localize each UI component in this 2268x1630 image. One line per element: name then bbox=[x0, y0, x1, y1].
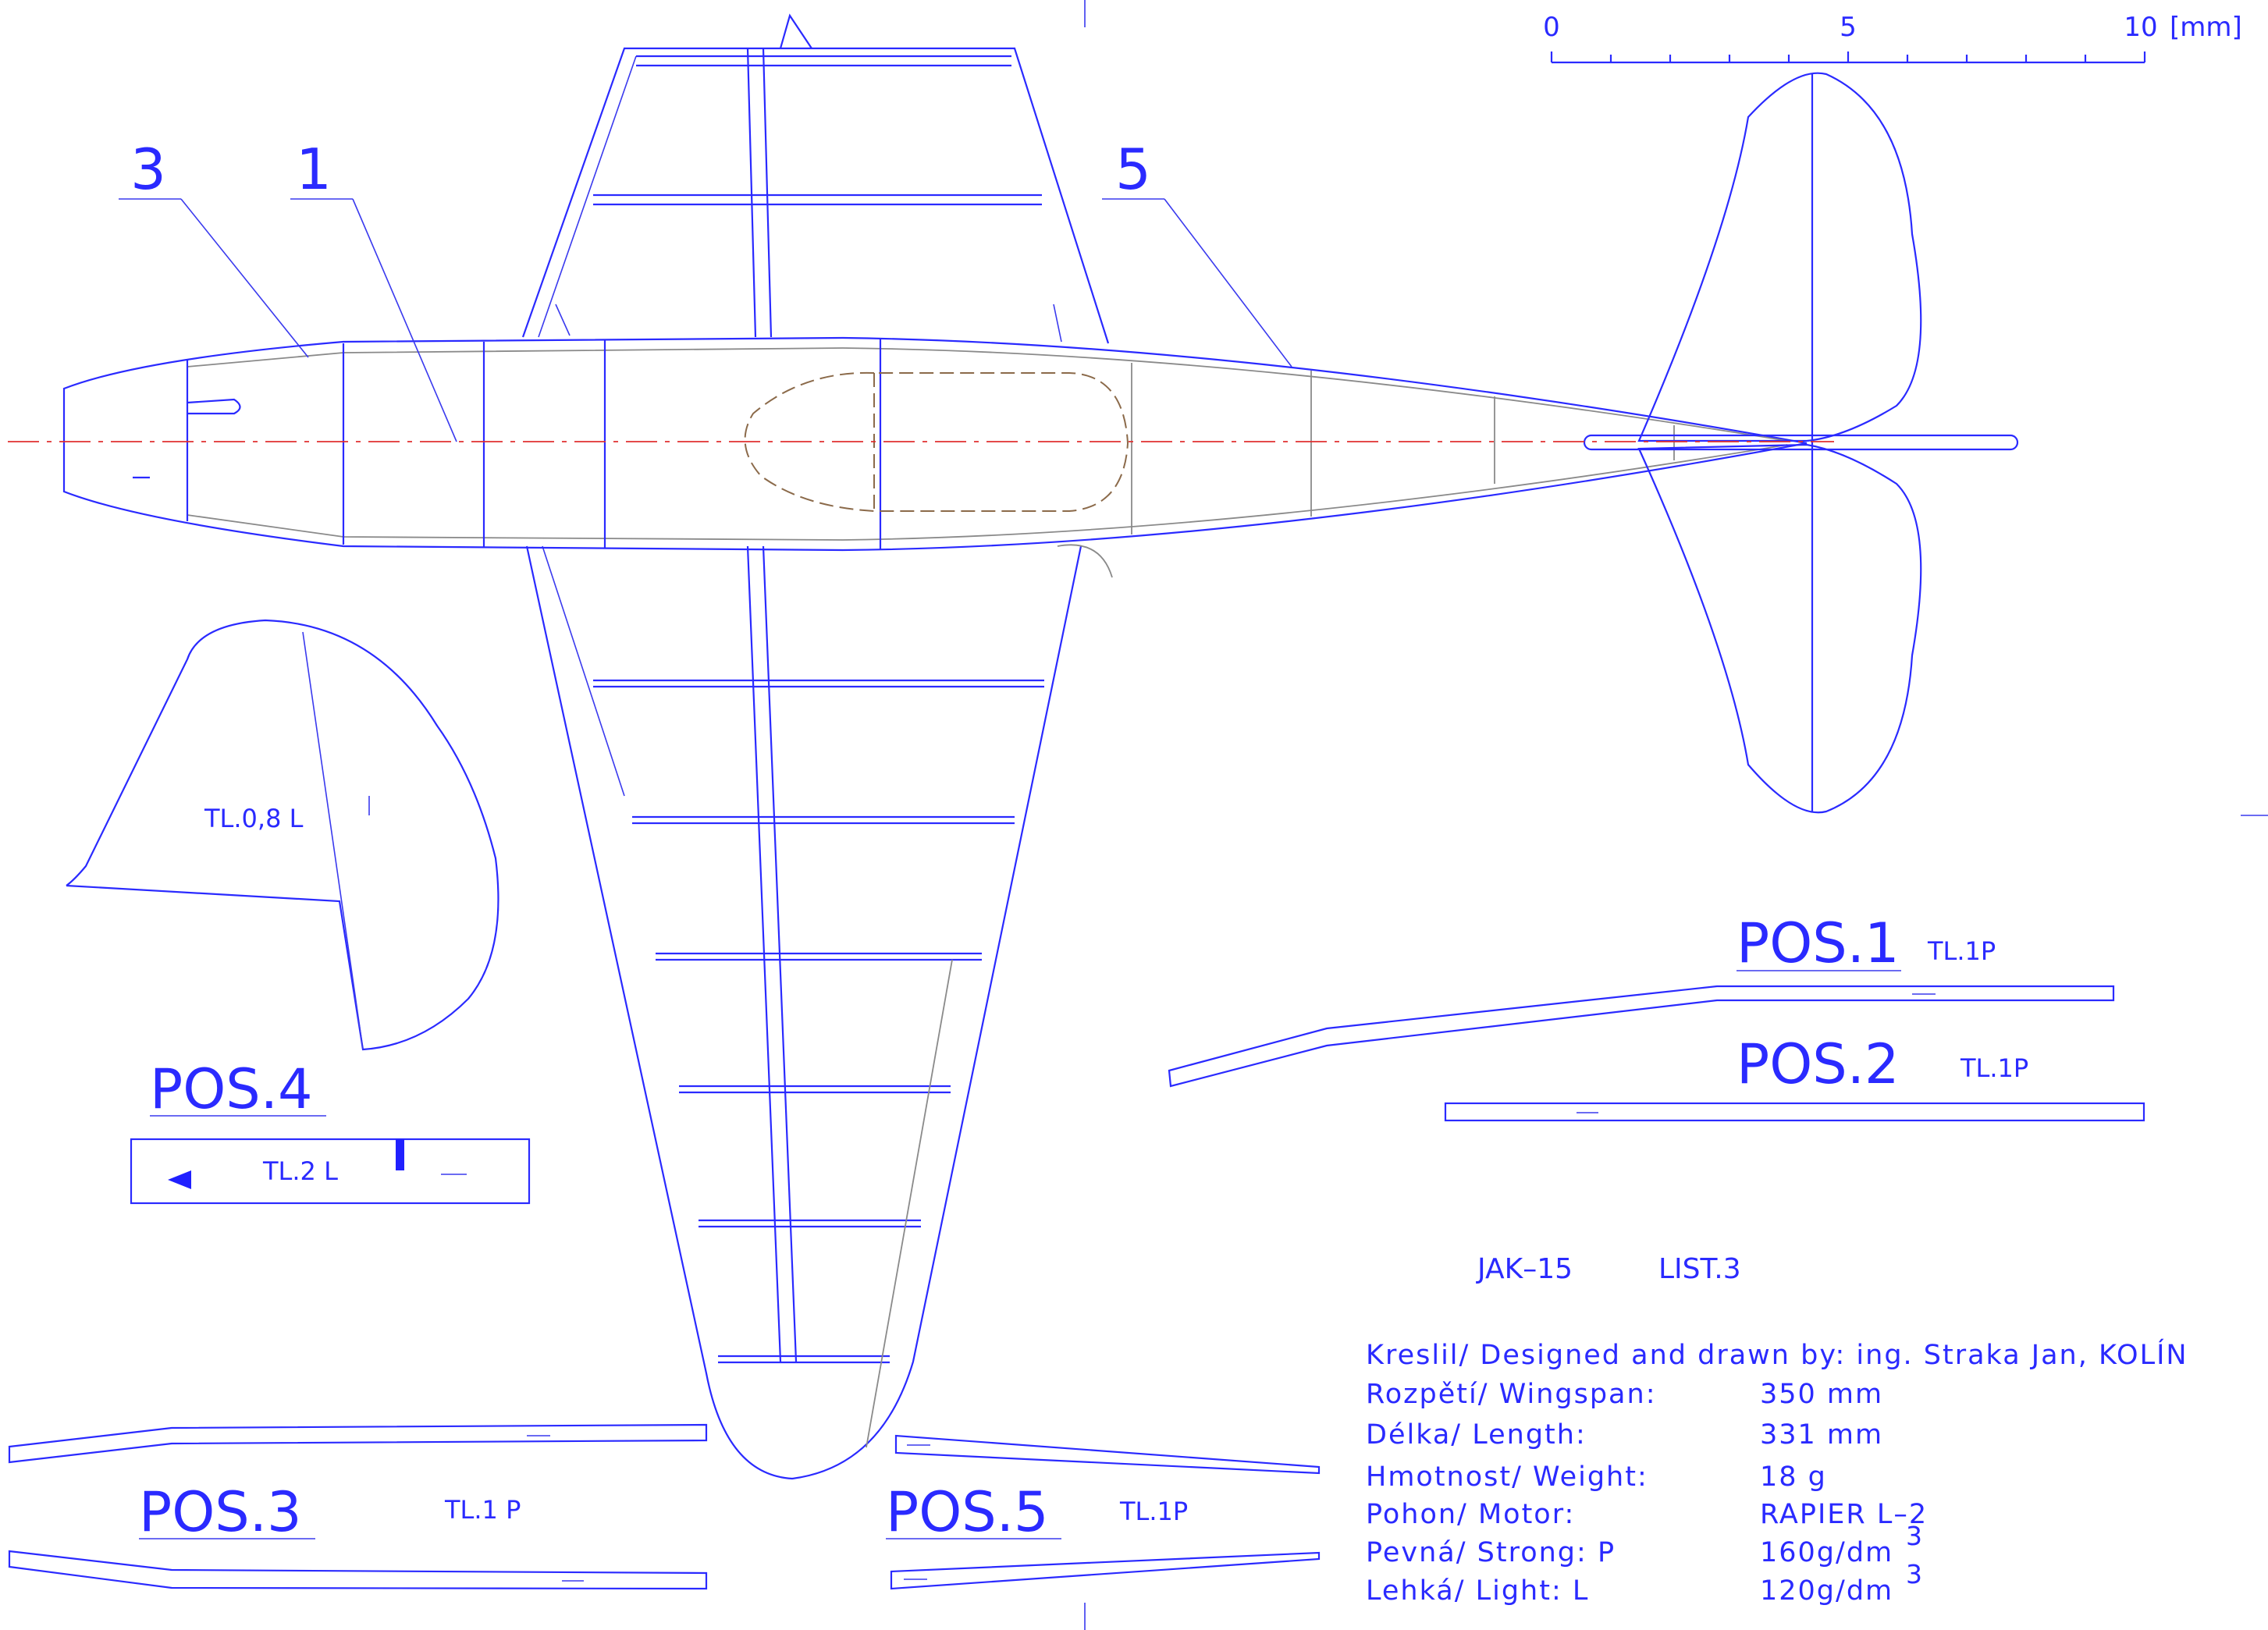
callout-number: 5 bbox=[1115, 137, 1151, 202]
spec-label: Pevná/ Strong: P bbox=[1366, 1537, 1616, 1568]
pos4-part: POS.4 TL.2 L bbox=[130, 1057, 531, 1205]
spec-value: 331 mm bbox=[1760, 1419, 1883, 1451]
title-block: JAK–15 LIST.3 Kreslil/ Designed and draw… bbox=[1366, 1253, 2188, 1607]
fin-thickness: TL.0,8 L bbox=[204, 804, 304, 833]
pos3-name: POS.3 bbox=[139, 1480, 302, 1544]
spec-unit-superscript: 3 bbox=[1906, 1521, 1922, 1551]
part-callouts: 3 1 5 bbox=[119, 137, 1292, 442]
pos1-name: POS.1 bbox=[1737, 911, 1900, 975]
pos3-part: POS.3 TL.1 P bbox=[8, 1423, 708, 1590]
scale-unit: [mm] bbox=[2170, 12, 2242, 43]
pos2-thickness: TL.1P bbox=[1960, 1053, 2028, 1083]
spec-value: 160g/dm bbox=[1760, 1537, 1893, 1568]
scale-tick-label: 0 bbox=[1543, 12, 1560, 43]
spec-unit-superscript: 3 bbox=[1906, 1559, 1922, 1589]
pos3-thickness: TL.1 P bbox=[444, 1495, 521, 1525]
spec-label: Pohon/ Motor: bbox=[1366, 1499, 1575, 1530]
pos5-name: POS.5 bbox=[886, 1480, 1049, 1544]
pos1-part: POS.1 TL.1P bbox=[1168, 911, 2115, 1088]
sheet-number: LIST.3 bbox=[1658, 1253, 1741, 1285]
scale-tick-label: 5 bbox=[1840, 12, 1857, 43]
scale-bar: 0 5 10 [mm] bbox=[1543, 12, 2242, 64]
frame-marks bbox=[1084, 0, 2268, 1630]
pos5-part: POS.5 TL.1P bbox=[886, 1434, 1321, 1590]
spec-label: Hmotnost/ Weight: bbox=[1366, 1461, 1648, 1493]
pos1-thickness: TL.1P bbox=[1927, 936, 1996, 966]
spec-label: Rozpětí/ Wingspan: bbox=[1366, 1379, 1656, 1410]
spec-value: 350 mm bbox=[1760, 1379, 1883, 1410]
spec-label: Lehká/ Light: L bbox=[1366, 1575, 1589, 1607]
callout-number: 3 bbox=[130, 137, 166, 202]
pos4-name: POS.4 bbox=[150, 1057, 313, 1121]
horizontal-tail bbox=[1583, 72, 2019, 814]
pos2-name: POS.2 bbox=[1737, 1032, 1900, 1096]
spec-label: Délka/ Length: bbox=[1366, 1419, 1587, 1451]
scale-tick-label: 10 bbox=[2124, 12, 2157, 43]
model-name: JAK–15 bbox=[1476, 1253, 1573, 1285]
fuselage bbox=[62, 336, 1808, 578]
pos2-part: POS.2 TL.1P bbox=[1444, 1032, 2145, 1122]
designer-line: Kreslil/ Designed and drawn by: ing. Str… bbox=[1366, 1338, 2188, 1371]
lower-wing-half bbox=[525, 545, 1082, 1480]
pos4-thickness: TL.2 L bbox=[262, 1156, 338, 1186]
spec-value: 120g/dm bbox=[1760, 1575, 1893, 1607]
pos5-thickness: TL.1P bbox=[1119, 1497, 1188, 1526]
fin-part: TL.0,8 L bbox=[66, 619, 499, 1051]
spec-value: RAPIER L–2 bbox=[1760, 1499, 1928, 1530]
upper-wing-half bbox=[521, 13, 1110, 344]
spec-value: 18 g bbox=[1760, 1461, 1827, 1493]
callout-number: 1 bbox=[296, 137, 332, 202]
